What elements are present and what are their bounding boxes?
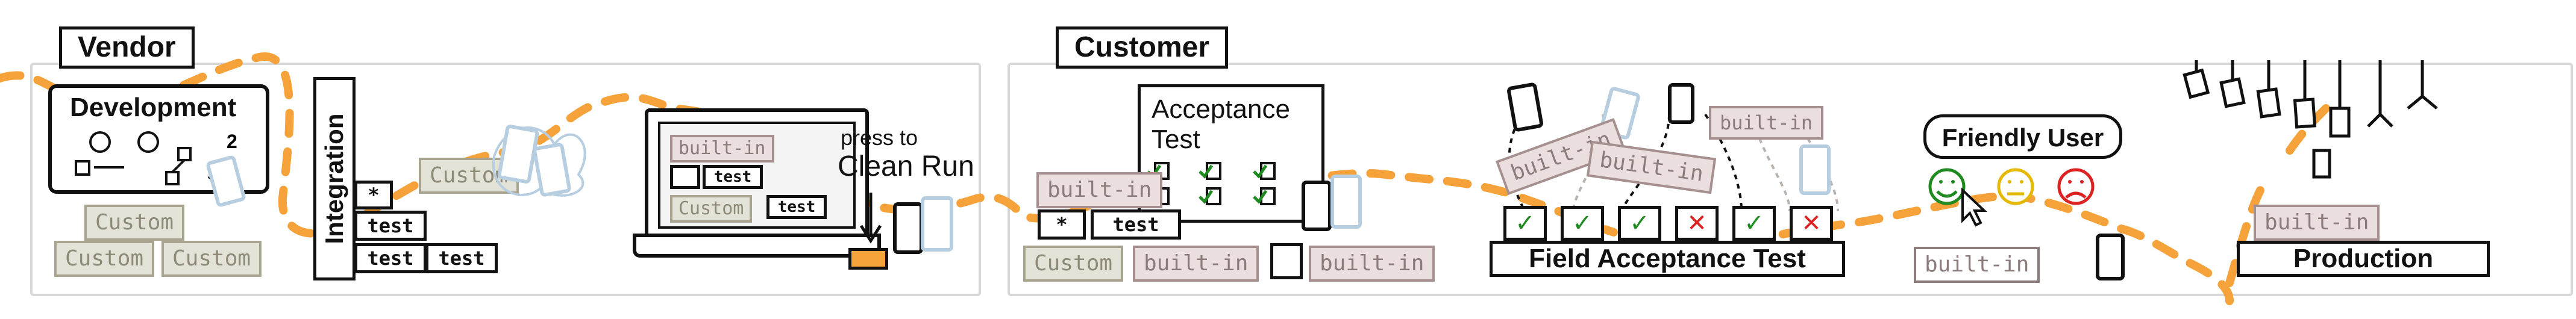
builtin-tag: built-in [2254, 205, 2380, 241]
claw-icon [2183, 68, 2351, 138]
integration-label: Integration [320, 113, 348, 244]
phone-icon [893, 202, 923, 254]
small-box [670, 165, 700, 189]
test-box: test [425, 243, 498, 273]
builtin-tag: built-in [1036, 172, 1163, 208]
customer-frame [1008, 63, 2573, 296]
result-check: ✓ [1618, 206, 1661, 241]
laptop-base [633, 234, 881, 258]
custom-tag: Custom [84, 205, 185, 241]
custom-tag: Custom [670, 195, 753, 223]
test-box: test [354, 243, 427, 273]
builtin-tag: built-in [670, 135, 774, 163]
button-icon [848, 248, 888, 270]
test-box: test [1091, 209, 1181, 240]
smiley-happy-icon [1928, 168, 1966, 205]
builtin-tag: built-in [1709, 106, 1824, 140]
custom-tag: Custom [161, 241, 262, 277]
result-cross: ✕ [1675, 206, 1719, 241]
phone-icon [1668, 83, 1694, 124]
acceptance-label-line2: Test [1152, 125, 1200, 154]
test-box: test [766, 195, 827, 219]
ghost-phone-icon [1330, 175, 1362, 229]
empty-slot [1270, 243, 1303, 279]
friendly-user-label: Friendly User [1941, 123, 2104, 152]
acceptance-test-panel: Acceptance Test [1138, 84, 1324, 223]
ghost-phone-icon [921, 196, 953, 252]
test-box: test [354, 211, 427, 241]
stage-label-vendor: Vendor [59, 26, 195, 69]
vendor-frame [30, 63, 981, 296]
result-cross: ✕ [1790, 206, 1833, 241]
cursor-icon [1961, 187, 1988, 227]
production-label: Production [2237, 241, 2490, 277]
svg-text:2: 2 [227, 131, 237, 152]
press-to-label: press to [841, 125, 918, 150]
builtin-tag: built-in [1133, 246, 1259, 282]
star-box: * [1038, 209, 1086, 240]
acceptance-label-line1: Acceptance [1152, 94, 1290, 124]
friendly-user-bubble: Friendly User [1923, 114, 2122, 159]
result-check: ✓ [1561, 206, 1604, 241]
clean-run-label: Clean Run [838, 150, 974, 182]
smileys [1928, 168, 2095, 227]
claw-rack [2183, 60, 2438, 179]
phone-icon [1302, 181, 1332, 231]
stage-label-customer: Customer [1056, 26, 1229, 69]
result-check: ✓ [1503, 206, 1547, 241]
custom-tag: Custom [1023, 246, 1124, 282]
integration-column: Integration [313, 77, 356, 280]
builtin-tag: built-in [1309, 246, 1435, 282]
phone-icon [2096, 234, 2125, 280]
result-check: ✓ [1732, 206, 1776, 241]
down-arrow-icon [859, 193, 882, 244]
laptop-screen: built-in test Custom test [658, 122, 856, 229]
development-label: Development [70, 93, 237, 122]
smiley-sad-icon [2057, 168, 2095, 205]
ghost-phone-icon [1799, 144, 1831, 195]
custom-tag: Custom [54, 241, 155, 277]
builtin-tag: built-in [1914, 247, 2040, 283]
scribble-devices [492, 126, 586, 197]
field-acceptance-test-label: Field Acceptance Test [1490, 241, 1845, 277]
laptop-icon: built-in test Custom test [645, 108, 869, 242]
acceptance-grid [1147, 162, 1276, 205]
smiley-neutral-icon [1997, 168, 2034, 205]
star-box: * [354, 181, 393, 209]
test-box: test [703, 165, 763, 189]
